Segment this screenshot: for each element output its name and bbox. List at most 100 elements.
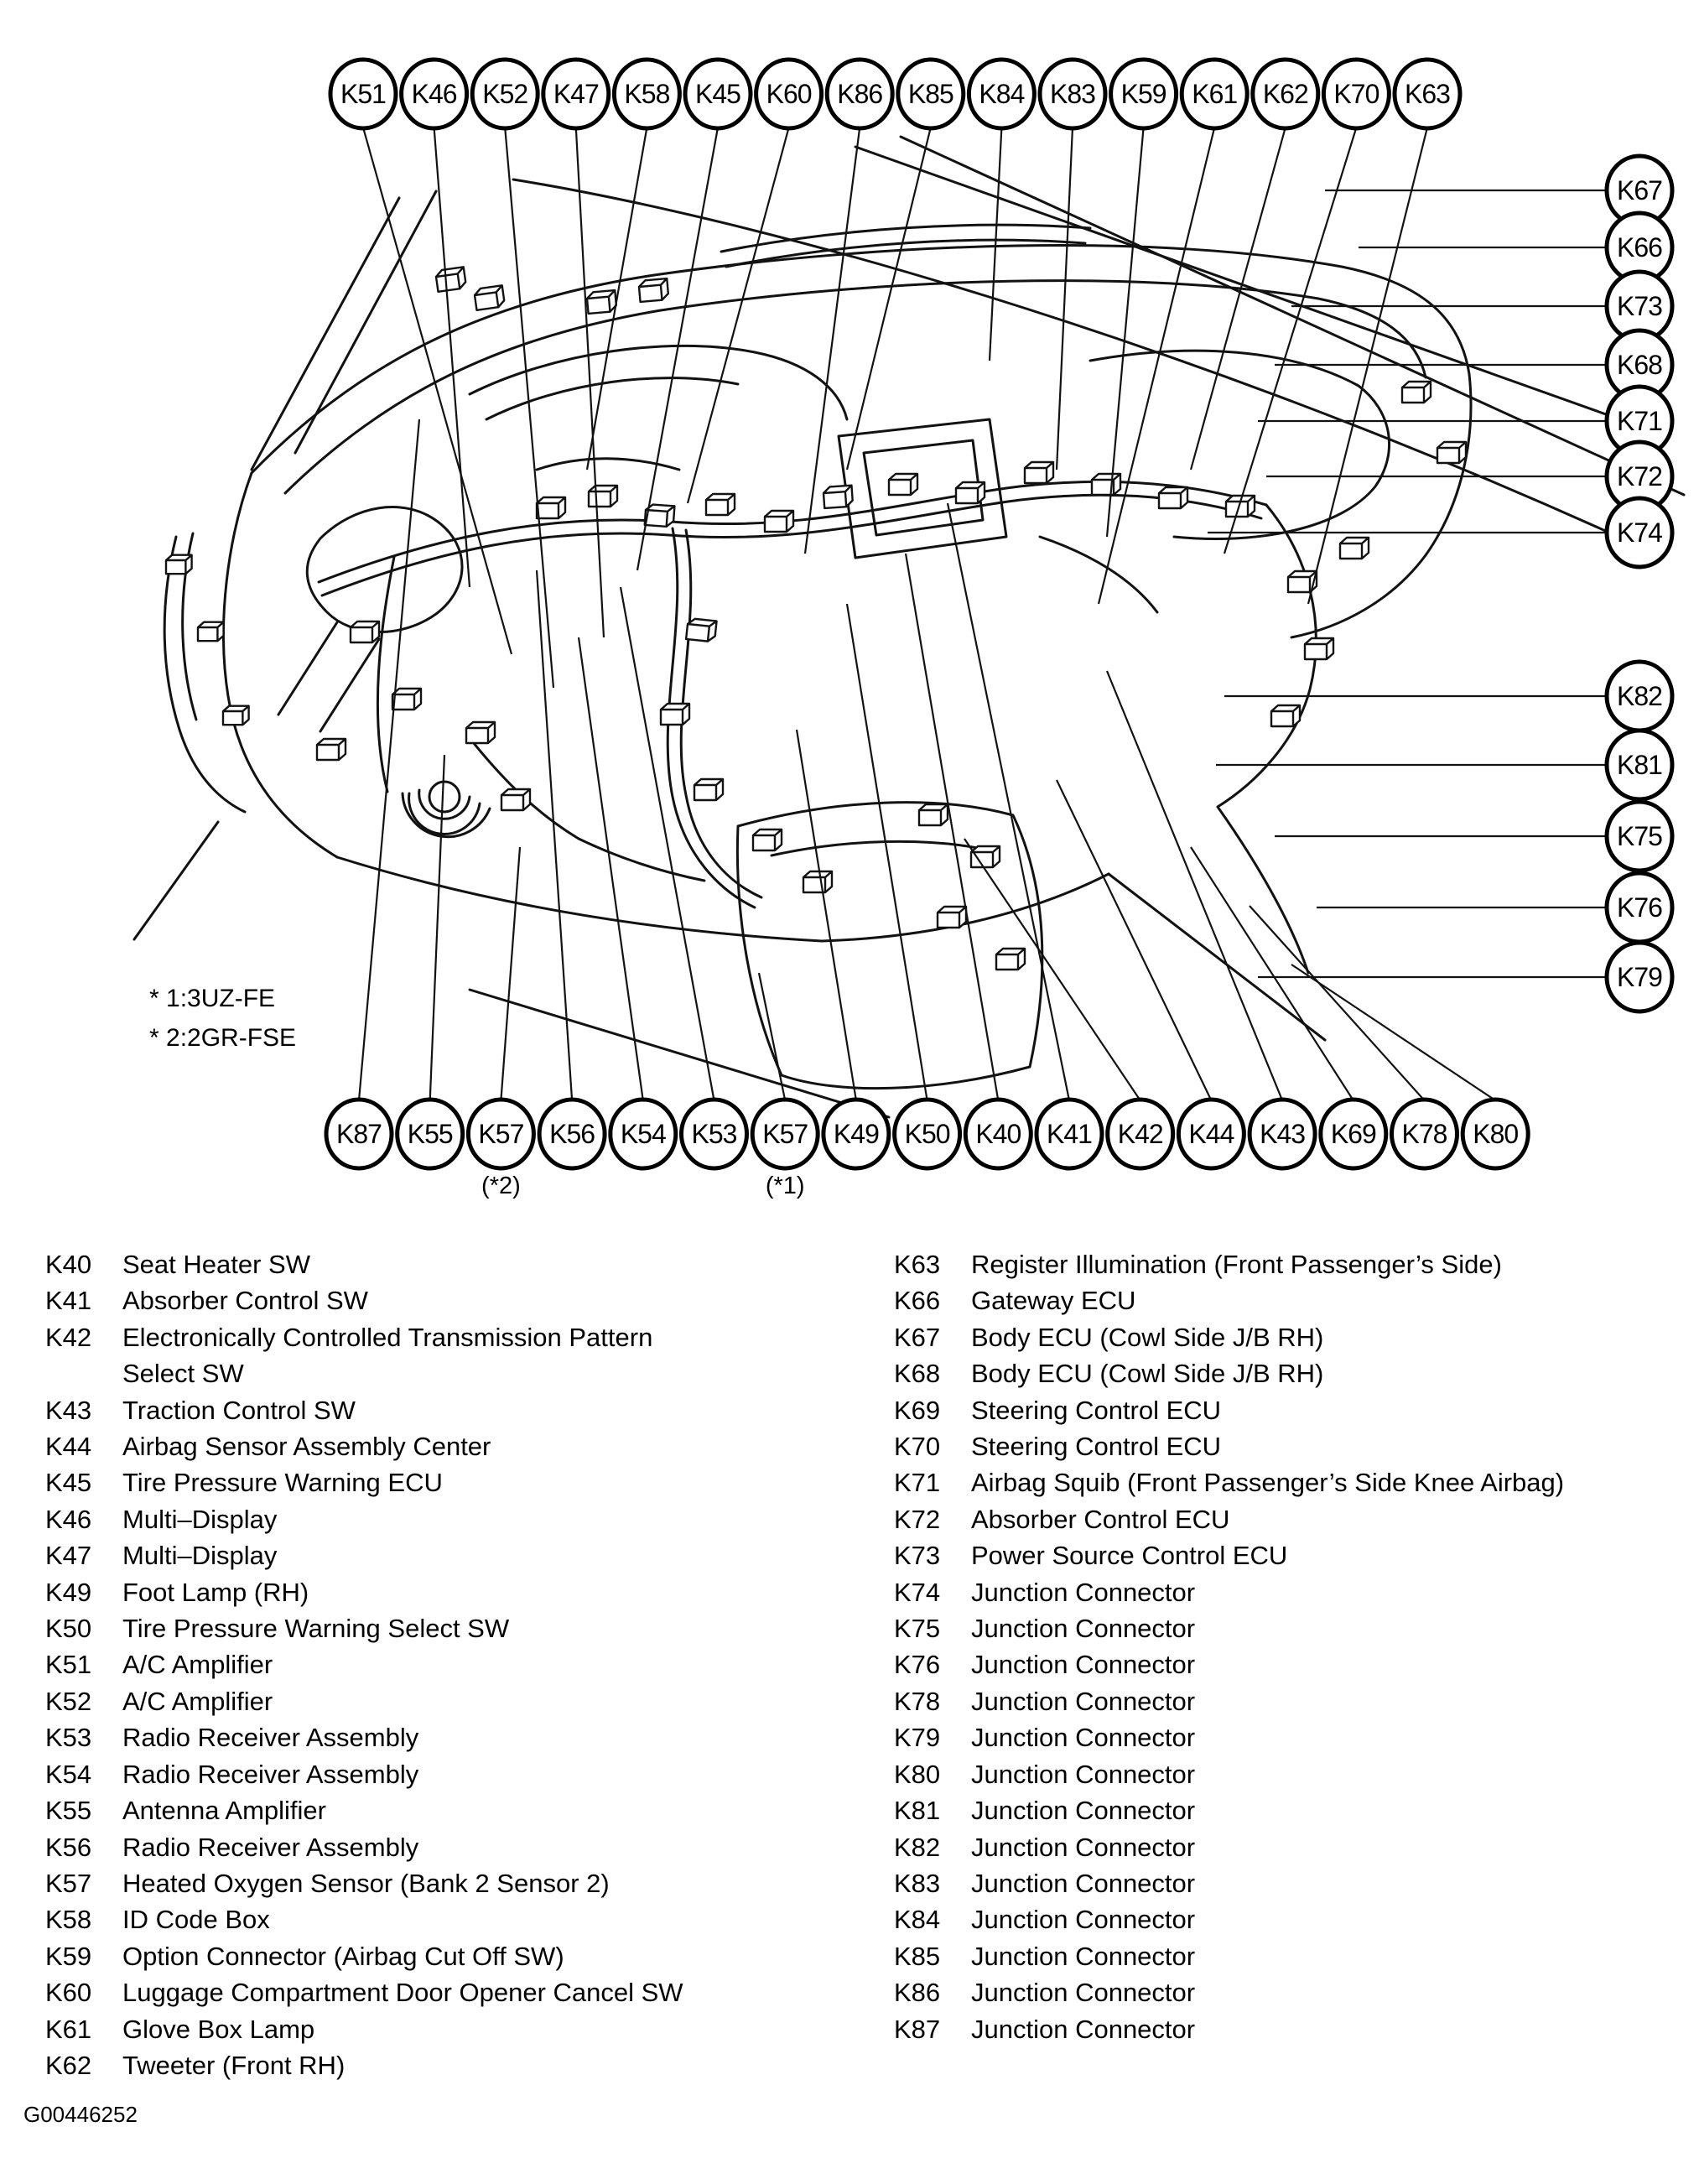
legend-connector-desc: Multi–Display [122, 1504, 278, 1534]
legend-connector-id: K47 [45, 1541, 92, 1571]
leader-line [429, 754, 446, 1101]
leader-line [845, 127, 932, 471]
engine-note-2: * 2:2GR-FSE [149, 1024, 296, 1052]
callout-label: K70 [1333, 79, 1379, 109]
callout-label: K51 [340, 79, 386, 109]
legend-connector-desc: Antenna Amplifier [122, 1796, 326, 1826]
leader-line [904, 553, 1000, 1101]
legend-connector-desc: Luggage Compartment Door Opener Cancel S… [122, 1978, 683, 2008]
callout-circle [754, 57, 824, 131]
callout-label: K61 [1192, 79, 1237, 109]
figure-code: G00446252 [23, 2102, 138, 2127]
legend-connector-desc: Tweeter (Front RH) [122, 2050, 346, 2080]
callout-label: K46 [412, 79, 457, 109]
callout-K66: K66 [1604, 211, 1675, 284]
callout-circle [328, 57, 398, 131]
connector-box [1303, 637, 1335, 661]
legend-connector-id: K73 [894, 1541, 941, 1571]
callout-label: K40 [975, 1119, 1021, 1149]
legend-connector-id: K41 [45, 1286, 92, 1316]
legend-connector-desc: Junction Connector [971, 1905, 1196, 1935]
connector-box [969, 845, 1001, 869]
connector-box [917, 803, 949, 827]
legend-connector-desc: Junction Connector [971, 1796, 1196, 1826]
callout-label: K43 [1260, 1119, 1305, 1149]
legend-connector-id: K58 [45, 1905, 92, 1935]
legend-connector-desc: Junction Connector [971, 1868, 1196, 1898]
leader-line [1190, 846, 1354, 1101]
connector-box [763, 509, 795, 533]
callout-K41: K41 [1034, 1097, 1104, 1171]
engine-note-1: * 1:3UZ-FE [149, 985, 275, 1012]
callout-K79: K79 [1604, 940, 1675, 1014]
legend-connector-id: K59 [45, 1941, 92, 1971]
connector-box [1157, 486, 1189, 510]
legend-connector-desc: Body ECU (Cowl Side J/B RH) [971, 1359, 1324, 1389]
legend-connector-id: K76 [894, 1650, 941, 1680]
connector-box [349, 620, 381, 644]
callout-label: K68 [1617, 350, 1662, 380]
legend-connector-id: K68 [894, 1359, 941, 1389]
callout-circle [824, 57, 895, 131]
connector-box [643, 503, 676, 528]
legend-connector-id: K62 [45, 2050, 92, 2080]
legend-connector-desc: Junction Connector [971, 1650, 1196, 1680]
callout-label: K62 [1263, 79, 1308, 109]
legend-connector-id: K50 [45, 1614, 92, 1644]
callout-K85: K85 [896, 57, 966, 131]
callout-K54: K54 [608, 1097, 678, 1171]
callout-label: K59 [1121, 79, 1166, 109]
connector-box [535, 496, 567, 520]
legend-connector-id: K40 [45, 1250, 92, 1279]
callout-label: K80 [1473, 1119, 1518, 1149]
legend-connector-id: K52 [45, 1686, 92, 1716]
callout-circle [966, 57, 1037, 131]
leader-line [1055, 127, 1074, 471]
connector-box [887, 472, 919, 497]
legend-connector-desc: Option Connector (Airbag Cut Off SW) [122, 1941, 564, 1971]
connector-box [1286, 569, 1318, 594]
callout-K46: K46 [399, 57, 470, 131]
callout-label: K60 [766, 79, 812, 109]
connector-box [1436, 440, 1468, 465]
leader-line [504, 127, 555, 689]
connector-box [802, 870, 834, 894]
leader-line [686, 127, 790, 504]
connector-box [995, 947, 1026, 971]
callout-label: K52 [482, 79, 527, 109]
callout-label: K82 [1617, 681, 1662, 711]
legend-connector-id: K43 [45, 1395, 92, 1425]
legend-connector-desc: Radio Receiver Assembly [122, 1832, 419, 1862]
callout-footnote: (*1) [766, 1173, 805, 1199]
callout-label: K57 [762, 1119, 808, 1149]
leader-line [1097, 127, 1216, 605]
connector-box [659, 702, 691, 726]
legend-connector-id: K72 [894, 1504, 941, 1534]
legend-connector-desc: Tire Pressure Warning ECU [122, 1468, 443, 1498]
callout-circle [1321, 57, 1391, 131]
callout-K45: K45 [683, 57, 753, 131]
callout-K57: K57 [750, 1097, 820, 1171]
legend-row: K83 Junction Connector [894, 1865, 1691, 1901]
leader-line [619, 586, 715, 1101]
legend-connector-id: K83 [894, 1868, 941, 1898]
legend-connector-id: K66 [894, 1286, 941, 1316]
callout-label: K83 [1050, 79, 1095, 109]
callout-K81: K81 [1604, 728, 1675, 802]
callout-circle [821, 1097, 891, 1171]
callout-circle [470, 57, 540, 131]
leader-line [585, 127, 648, 471]
